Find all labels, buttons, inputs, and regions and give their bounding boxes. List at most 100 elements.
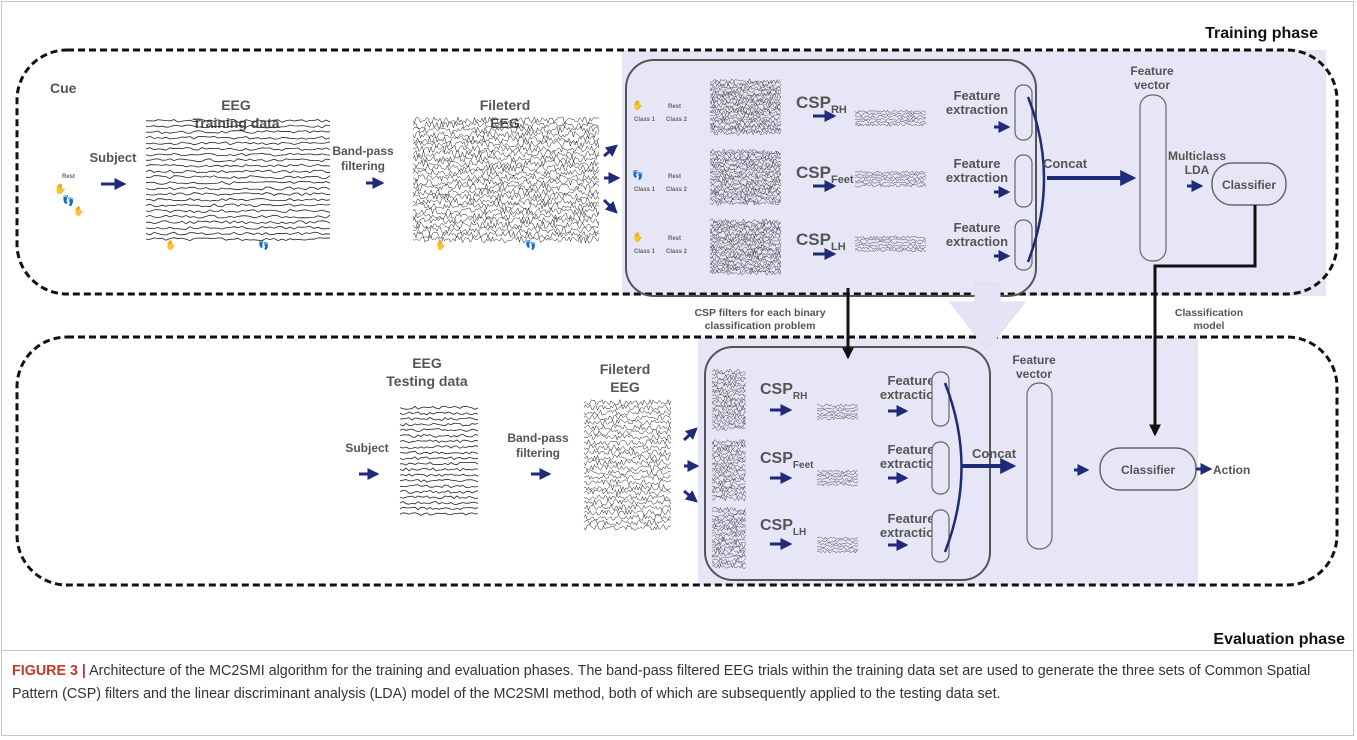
signal-trace <box>711 401 746 408</box>
signal-trace <box>711 419 746 426</box>
evaluation-boundary <box>15 335 1339 587</box>
signal-trace <box>816 474 858 479</box>
eval-filtering-label: filtering <box>516 446 560 460</box>
caption-text: Architecture of the MC2SMI algorithm for… <box>12 663 1311 702</box>
signal-trace <box>854 235 926 240</box>
signal-trace <box>399 433 479 438</box>
signal-trace <box>709 115 781 121</box>
signal-trace <box>816 544 858 548</box>
signal-trace <box>583 443 672 451</box>
training-filtering-label: filtering <box>341 159 385 173</box>
signal-trace <box>583 429 672 436</box>
eval-eeg-title: EEG <box>412 355 442 371</box>
lda-subtitle: LDA <box>1185 163 1210 177</box>
row2-class1: Class 1 <box>634 187 656 193</box>
figure-number: FIGURE 3 | <box>12 663 86 679</box>
signal-trace <box>854 238 926 242</box>
signal-trace <box>583 414 672 421</box>
hand-cue-icon-2: ✋ <box>73 205 84 216</box>
figure-caption: FIGURE 3 | Architecture of the MC2SMI al… <box>12 660 1342 706</box>
signal-trace <box>399 439 479 444</box>
row1-hand-icon: ✋ <box>632 99 643 110</box>
hand-marker-icon: ✋ <box>165 239 176 250</box>
signal-trace <box>146 119 331 123</box>
signal-trace <box>145 192 331 196</box>
signal-trace <box>816 542 858 546</box>
signal-trace <box>709 85 781 92</box>
signal-trace <box>412 197 600 206</box>
signal-trace <box>711 515 746 522</box>
feet-cue-icon: 👣 <box>62 194 74 207</box>
signal-trace <box>584 434 672 441</box>
signal-trace <box>709 97 781 104</box>
signal-trace <box>709 127 781 133</box>
signal-trace <box>709 254 781 262</box>
signal-trace <box>816 411 858 416</box>
eval-feature-cylinder-1 <box>931 371 950 427</box>
signal-trace <box>145 147 331 151</box>
signal-trace <box>711 392 746 399</box>
transfer-arrow <box>948 283 1027 351</box>
signal-trace <box>711 539 746 546</box>
signal-trace <box>709 148 781 155</box>
signal-trace <box>709 153 781 160</box>
efe3-subtitle: extraction <box>880 525 942 540</box>
signal-trace <box>145 163 331 168</box>
classifier-label-training: Classifier <box>1222 178 1276 192</box>
signal-trace <box>854 122 926 127</box>
row2-feet-icon: 👣 <box>632 169 643 181</box>
signal-trace <box>709 88 781 94</box>
signal-trace <box>711 477 746 484</box>
signal-trace <box>709 80 781 87</box>
signal-trace <box>711 457 746 463</box>
signal-trace <box>711 518 746 525</box>
signal-trace <box>816 409 858 413</box>
feature-cylinder-3 <box>1014 219 1033 271</box>
signal-trace <box>412 216 600 225</box>
signal-trace <box>400 461 479 466</box>
fv-subtitle-training: vector <box>1134 78 1170 92</box>
signal-trace <box>399 501 479 505</box>
row3-class2: Class 2 <box>666 249 688 255</box>
signal-trace <box>709 122 781 129</box>
feature-extraction-training: Feature extraction Feature extraction Fe… <box>946 88 1008 249</box>
signal-trace <box>412 187 600 196</box>
signal-trace <box>709 175 781 181</box>
signal-trace <box>709 248 781 254</box>
eval-split-arrow-up <box>682 427 698 442</box>
signal-trace <box>412 135 600 144</box>
signal-trace <box>854 240 926 245</box>
signal-trace <box>709 184 781 191</box>
signal-trace <box>412 221 600 230</box>
signal-trace <box>709 235 781 242</box>
eeg-testing-signals <box>399 405 479 516</box>
row1-rest: Rest <box>668 104 681 110</box>
signal-trace <box>709 223 781 230</box>
signal-trace <box>145 135 331 140</box>
split-arrow-up <box>603 144 618 158</box>
signal-trace <box>412 168 600 177</box>
caption-divider <box>1 650 1354 651</box>
signal-trace <box>711 386 746 393</box>
fv-subtitle-evaluation: vector <box>1016 367 1052 381</box>
signal-trace <box>583 448 672 456</box>
signal-trace <box>816 539 858 543</box>
signal-trace <box>711 407 746 414</box>
class-labels-row-2: 👣 Class 1 Rest Class 2 <box>632 169 688 193</box>
split-arrow-down <box>602 198 618 214</box>
signal-trace <box>711 545 746 552</box>
classifier-label-evaluation: Classifier <box>1121 463 1175 477</box>
signal-trace <box>711 380 746 387</box>
efe3-title: Feature <box>888 511 935 526</box>
signal-trace <box>709 228 781 234</box>
signal-trace <box>583 478 672 487</box>
signal-trace <box>711 398 746 405</box>
signal-trace <box>816 472 858 476</box>
signal-trace <box>709 221 781 227</box>
feature-vector-cylinder-training <box>1139 94 1167 262</box>
fv-title-training: Feature <box>1130 64 1174 78</box>
signal-trace <box>816 477 858 482</box>
signal-trace <box>816 469 858 474</box>
signal-trace <box>711 395 746 402</box>
lda-title: Multiclass <box>1168 149 1226 163</box>
